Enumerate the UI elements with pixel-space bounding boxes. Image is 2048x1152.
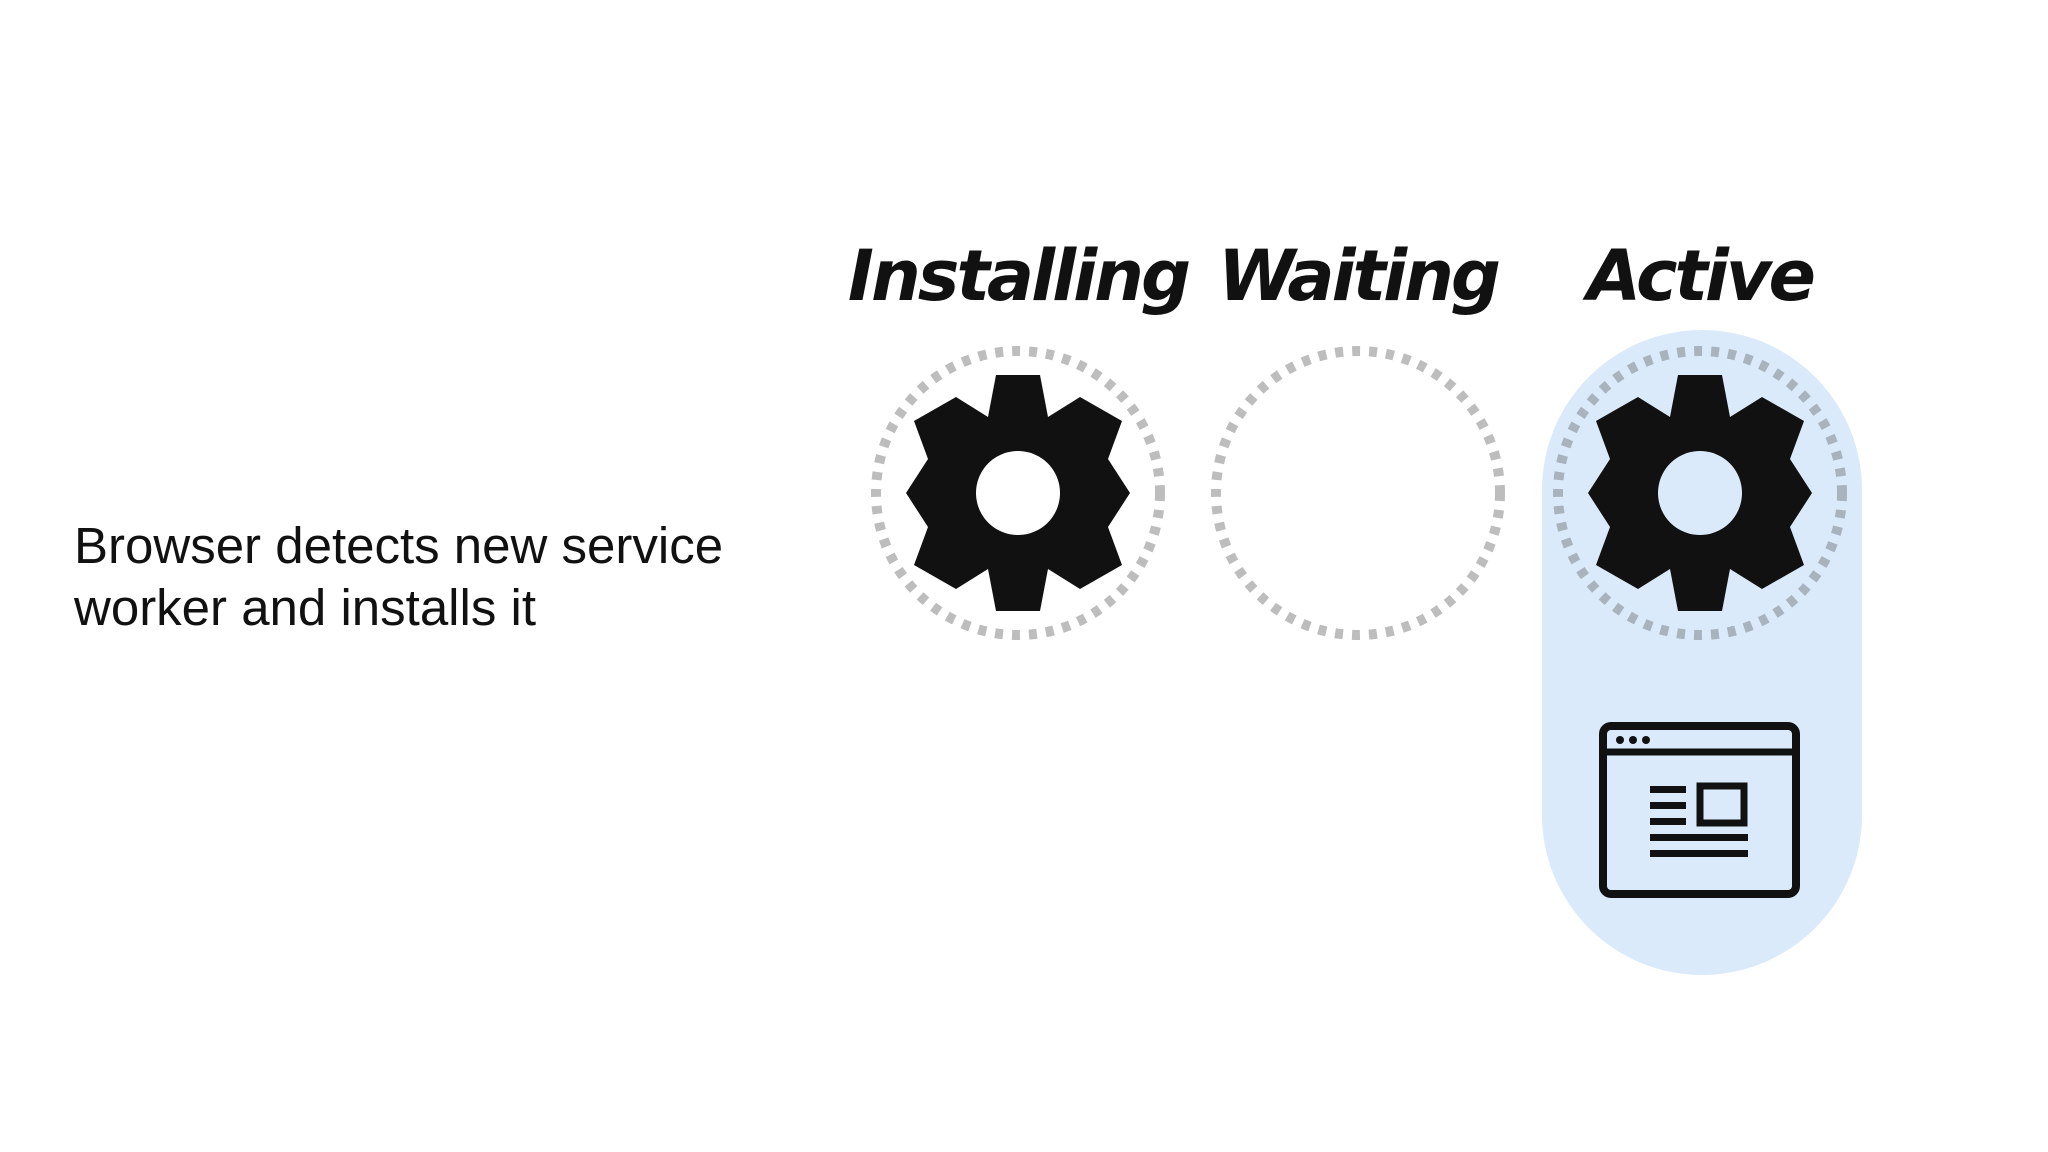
stage-label-installing: Installing [848, 235, 1189, 317]
waiting-dotted-ring [1211, 346, 1505, 640]
installing-dotted-ring [871, 346, 1165, 640]
stage-label-active: Active [1582, 235, 1814, 317]
caption-text: Browser detects new service worker and i… [74, 515, 834, 639]
active-dotted-ring [1553, 346, 1847, 640]
browser-window-icon [1599, 722, 1800, 898]
caption-line-1: Browser detects new service [74, 517, 724, 574]
stage-label-waiting: Waiting [1218, 235, 1499, 317]
gear-icon [906, 375, 1130, 611]
caption-line-2: worker and installs it [74, 579, 537, 636]
